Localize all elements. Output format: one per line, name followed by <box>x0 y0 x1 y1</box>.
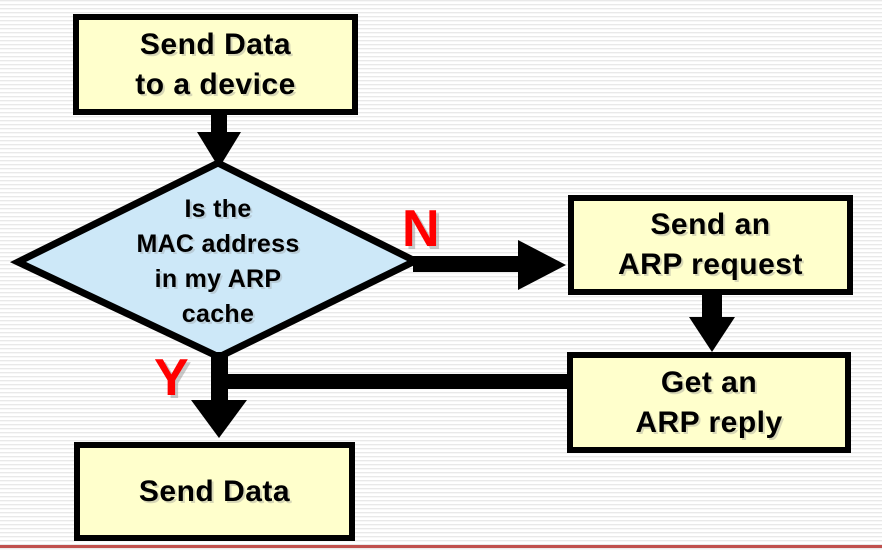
node-text-line: Get an <box>660 365 758 399</box>
node-send-data-to-device: Send Data to a device <box>73 14 358 115</box>
arrow-request-to-reply <box>689 293 735 352</box>
line-reply-to-merge <box>211 374 568 389</box>
arrow-start-to-decision <box>197 112 241 168</box>
arrow-decision-to-end <box>191 352 247 438</box>
node-text-line: Send Data <box>138 474 291 508</box>
branch-label-no: N <box>402 200 440 258</box>
node-text-line: ARP reply <box>635 405 783 439</box>
node-send-data: Send Data <box>74 442 355 541</box>
node-text-line: to a device <box>135 67 296 101</box>
arrow-decision-to-request <box>413 240 566 290</box>
branch-label-yes: Y <box>154 349 189 407</box>
node-get-arp-reply: Get an ARP reply <box>567 352 851 453</box>
slide-bottom-rule <box>0 545 882 548</box>
node-decision-text: Is the MAC address in my ARP cache <box>68 192 368 332</box>
node-text-line: Send an <box>650 208 771 241</box>
node-send-arp-request: Send an ARP request <box>568 195 853 295</box>
node-text-line: Send Data <box>139 27 292 61</box>
node-text-line: ARP request <box>617 248 803 281</box>
node-text-line: Is the <box>184 195 252 223</box>
node-text-line: cache <box>181 300 255 328</box>
node-text-line: MAC address <box>136 230 300 258</box>
node-text-line: in my ARP <box>154 265 282 293</box>
